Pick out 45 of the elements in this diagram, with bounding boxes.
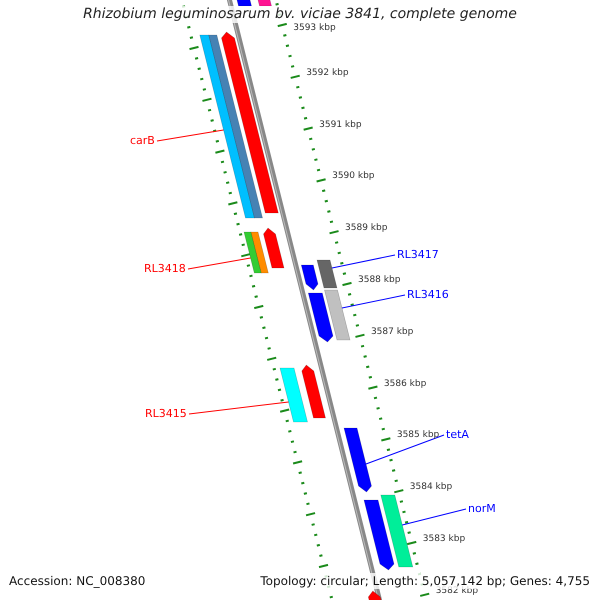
leader-line — [332, 254, 396, 268]
gene-segment — [380, 494, 414, 568]
leader-line — [402, 508, 466, 526]
gene-label: RL3418 — [144, 262, 186, 274]
scale-label: 3583 kbp — [422, 535, 466, 544]
gene-segment — [300, 264, 318, 290]
gene-segment — [263, 228, 284, 268]
genome-stats-note: Topology: circular; Length: 5,057,142 bp; Genes: 4,755 — [260, 575, 590, 587]
scale-label: 3585 kbp — [396, 431, 440, 440]
gene-segment — [234, 0, 252, 6]
scale-label: 3586 kbp — [384, 380, 426, 389]
scale-label: 3592 kbp — [306, 68, 349, 78]
leader-line — [188, 402, 289, 414]
leader-line — [156, 130, 224, 142]
gene-segment — [364, 500, 394, 570]
gene-segment — [324, 290, 350, 340]
leader-line — [342, 294, 406, 308]
gene-label: RL3415 — [145, 408, 187, 418]
scale-label: 3591 kbp — [319, 120, 362, 130]
scale-label: 3582 kbp — [436, 586, 478, 596]
gene-segment — [254, 0, 272, 6]
gene-segment — [208, 34, 263, 218]
scale-label: 3589 kbp — [345, 224, 388, 234]
gene-label: RL3416 — [407, 288, 449, 300]
gene-segment — [244, 232, 262, 274]
gene-segment — [280, 368, 308, 422]
gene-segment — [308, 292, 334, 342]
accession-note: Accession: NC_008380 — [9, 575, 146, 587]
scale-label: 3593 kbp — [293, 24, 336, 33]
gene-segment — [344, 428, 372, 492]
gene-label: carB — [130, 134, 155, 146]
gene-label: RL3417 — [397, 248, 439, 260]
gene-segment — [250, 232, 269, 274]
leader-line — [188, 258, 251, 270]
gene-segment — [316, 260, 338, 288]
scale-label: 3590 kbp — [332, 172, 374, 182]
leader-line — [366, 434, 444, 464]
scale-label: 3587 kbp — [370, 328, 414, 337]
gene-segment — [221, 32, 279, 214]
scale-label: 3584 kbp — [410, 483, 452, 492]
gene-segment — [301, 364, 326, 418]
gene-label: norM — [468, 502, 496, 514]
scale-label: 3588 kbp — [358, 276, 400, 285]
gene-label: tetA — [446, 428, 469, 440]
gene-segment — [199, 34, 255, 218]
